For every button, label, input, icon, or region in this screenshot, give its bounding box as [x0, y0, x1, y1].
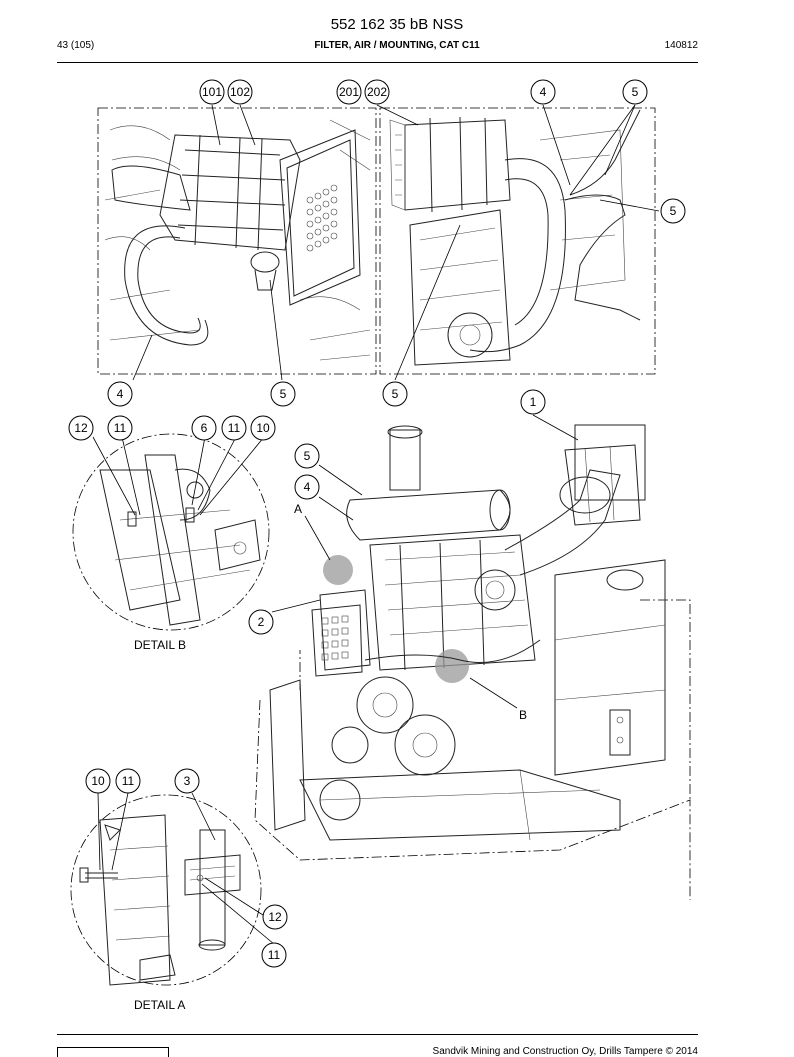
svg-text:1: 1	[530, 395, 537, 409]
svg-text:12: 12	[268, 910, 282, 924]
callout-4-main: 4	[294, 474, 320, 500]
callout-1: 1	[520, 389, 546, 415]
callout-12-detail-a: 12	[262, 904, 288, 930]
svg-text:11: 11	[268, 948, 281, 962]
svg-text:10: 10	[91, 774, 105, 788]
callout-2: 2	[248, 609, 274, 635]
callout-5-main: 5	[294, 443, 320, 469]
callout-3: 3	[174, 768, 200, 794]
detail-a-marker: A	[294, 502, 302, 516]
svg-text:4: 4	[117, 387, 124, 401]
callout-201: 201	[336, 79, 362, 105]
svg-text:101: 101	[202, 85, 222, 99]
svg-text:2: 2	[258, 615, 265, 629]
company-logo	[57, 1047, 169, 1057]
callout-12-detail-b: 12	[68, 415, 94, 441]
top-left-view	[97, 107, 377, 375]
main-assembly-view	[254, 424, 691, 900]
callout-202: 202	[364, 79, 390, 105]
svg-text:5: 5	[280, 387, 287, 401]
callout-5-mid-right: 5	[382, 381, 408, 407]
svg-text:5: 5	[392, 387, 399, 401]
page-counter: 43 (105)	[57, 40, 95, 51]
page-title: FILTER, AIR / MOUNTING, CAT C11	[314, 40, 480, 51]
detail-a-label: DETAIL A	[134, 998, 185, 1012]
svg-text:4: 4	[304, 480, 311, 494]
svg-text:102: 102	[230, 85, 250, 99]
callout-5-top: 5	[622, 79, 648, 105]
svg-text:11: 11	[228, 421, 241, 435]
revision-date: 140812	[664, 40, 698, 51]
detail-b-label: DETAIL B	[134, 638, 186, 652]
callout-101: 101	[199, 79, 225, 105]
callout-5-right: 5	[660, 198, 686, 224]
top-right-view	[379, 107, 656, 375]
svg-text:6: 6	[201, 421, 208, 435]
callout-11-detail-a-1: 11	[115, 768, 141, 794]
callout-6: 6	[191, 415, 217, 441]
svg-text:10: 10	[256, 421, 270, 435]
callout-4-left: 4	[107, 381, 133, 407]
svg-text:5: 5	[304, 449, 311, 463]
svg-text:5: 5	[670, 204, 677, 218]
detail-b-marker: B	[519, 708, 527, 722]
detail-b-view	[72, 433, 270, 631]
callout-11-detail-b-2: 11	[221, 415, 247, 441]
callout-11-detail-a-2: 11	[261, 942, 287, 968]
svg-text:201: 201	[339, 85, 359, 99]
callout-5-mid-left: 5	[270, 381, 296, 407]
svg-text:11: 11	[122, 774, 135, 788]
callout-4-top: 4	[530, 79, 556, 105]
detail-a-view	[70, 794, 262, 986]
svg-text:3: 3	[184, 774, 191, 788]
svg-text:11: 11	[114, 421, 127, 435]
leader-lines	[92, 104, 660, 945]
svg-text:12: 12	[74, 421, 88, 435]
document-number: 552 162 35 bB NSS	[330, 16, 464, 33]
callout-10-detail-b: 10	[250, 415, 276, 441]
callout-11-detail-b-1: 11	[107, 415, 133, 441]
svg-text:4: 4	[540, 85, 547, 99]
footer-rule	[57, 1034, 698, 1035]
svg-text:5: 5	[632, 85, 639, 99]
header-rule	[57, 62, 698, 63]
callout-10-detail-a: 10	[85, 768, 111, 794]
svg-text:202: 202	[367, 85, 387, 99]
footer-copyright: Sandvik Mining and Construction Oy, Dril…	[432, 1046, 698, 1057]
callout-102: 102	[227, 79, 253, 105]
